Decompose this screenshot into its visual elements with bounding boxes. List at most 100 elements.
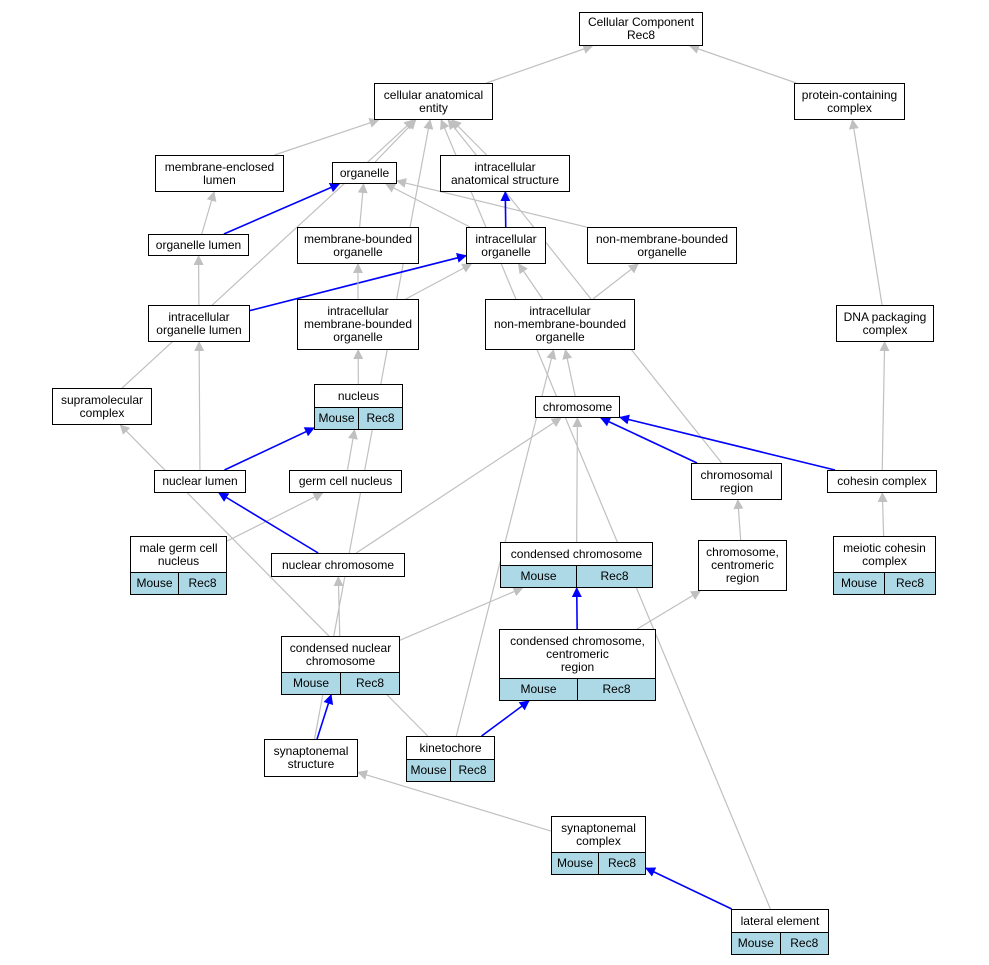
node-meiotic-cohesin-complex[interactable]: meiotic cohesin complex Mouse Rec8: [833, 536, 936, 595]
node-label: chromosome, centromeric region: [706, 545, 779, 585]
edge-is-a-nl-to-iol: [194, 341, 205, 471]
edge-is-a-cchr-to-chr: [572, 417, 583, 543]
annotation-row: Mouse Rec8: [552, 852, 645, 874]
node-label: chromosomal region: [700, 467, 773, 495]
node-label: condensed nuclear chromosome: [289, 640, 392, 668]
node-intracellular-organelle-lumen[interactable]: intracellular organelle lumen: [148, 305, 250, 342]
node-nuclear-lumen[interactable]: nuclear lumen: [154, 470, 246, 493]
edge-is-a-org-to-cae: [374, 119, 417, 163]
node-label: chromosome: [542, 399, 613, 414]
node-intracellular-anatomical-structure[interactable]: intracellular anatomical structure: [440, 155, 570, 192]
node-condensed-chromosome-centromeric-region[interactable]: condensed chromosome, centromeric region…: [499, 629, 656, 701]
node-lateral-element[interactable]: lateral element Mouse Rec8: [731, 909, 829, 955]
node-condensed-chromosome[interactable]: condensed chromosome Mouse Rec8: [500, 542, 653, 588]
edge-part-of-nchr-to-nl: [218, 492, 319, 554]
node-label: germ cell nucleus: [298, 474, 393, 488]
annotation-row: Mouse Rec8: [834, 572, 935, 594]
annotation-gene: Rec8: [340, 673, 399, 694]
node-supramolecular-complex[interactable]: supramolecular complex: [52, 388, 152, 425]
node-synaptonemal-complex[interactable]: synaptonemal complex Mouse Rec8: [551, 816, 646, 875]
annotation-species: Mouse: [292, 676, 330, 690]
node-non-membrane-bounded-organelle[interactable]: non-membrane-bounded organelle: [587, 227, 737, 264]
node-label: nuclear chromosome: [281, 557, 395, 572]
node-membrane-enclosed-lumen[interactable]: membrane-enclosed lumen: [155, 155, 284, 192]
annotation-row: Mouse Rec8: [732, 932, 828, 954]
node-label: protein-containing complex: [801, 87, 898, 115]
edge-is-a-imbo-to-io: [405, 263, 473, 300]
annotation-gene: Rec8: [178, 573, 226, 594]
node-cohesin-complex[interactable]: cohesin complex: [827, 470, 937, 493]
node-label: organelle: [339, 165, 390, 180]
edge-is-a-cccr-to-ccr: [636, 590, 702, 630]
edge-part-of-kin-to-cccr: [481, 700, 530, 737]
node-label: nucleus: [337, 388, 380, 403]
node-label: membrane-bounded organelle: [303, 231, 413, 259]
node-label: supramolecular complex: [60, 392, 144, 420]
node-dna-packaging-complex[interactable]: DNA packaging complex: [836, 305, 934, 342]
node-nuclear-chromosome[interactable]: nuclear chromosome: [271, 553, 405, 577]
node-label: condensed chromosome, centromeric region: [510, 633, 645, 674]
node-membrane-bounded-organelle[interactable]: membrane-bounded organelle: [297, 227, 419, 264]
edge-is-a-ol-to-mel: [201, 191, 217, 235]
node-cellular-component-root[interactable]: Cellular Component Rec8: [579, 12, 703, 46]
node-label: synaptonemal complex: [561, 820, 636, 848]
annotation-gene: Rec8: [450, 760, 494, 781]
annotation-gene: Rec8: [779, 933, 829, 954]
node-male-germ-cell-nucleus[interactable]: male germ cell nucleus Mouse Rec8: [130, 536, 227, 595]
edge-is-a-mbo-to-org: [357, 183, 368, 228]
node-organelle-lumen[interactable]: organelle lumen: [148, 234, 249, 256]
node-chromosome[interactable]: chromosome: [535, 396, 620, 418]
edge-is-a-ias-to-cae: [451, 119, 488, 156]
edge-part-of-ss-to-cnc: [316, 694, 334, 740]
node-label: cellular anatomical entity: [383, 87, 484, 115]
node-protein-containing-complex[interactable]: protein-containing complex: [794, 83, 905, 120]
edge-is-a-io-to-org: [385, 183, 471, 228]
node-cellular-anatomical-entity[interactable]: cellular anatomical entity: [374, 83, 493, 120]
edge-is-a-mel-to-cae: [274, 118, 380, 156]
node-label: intracellular membrane-bounded organelle: [303, 304, 413, 344]
node-organelle[interactable]: organelle: [332, 162, 397, 184]
annotation-gene: Rec8: [577, 679, 655, 700]
node-kinetochore[interactable]: kinetochore Mouse Rec8: [406, 736, 495, 782]
edge-is-a-cnc-to-nchr: [333, 576, 344, 637]
node-nucleus[interactable]: nucleus Mouse Rec8: [314, 384, 403, 430]
node-label: non-membrane-bounded organelle: [595, 231, 729, 259]
annotation-species: Mouse: [410, 763, 447, 777]
node-intracellular-non-membrane-bounded-organelle[interactable]: intracellular non-membrane-bounded organ…: [485, 299, 635, 350]
node-synaptonemal-structure[interactable]: synaptonemal structure: [264, 739, 358, 777]
node-label: organelle lumen: [155, 237, 242, 252]
node-label: intracellular non-membrane-bounded organ…: [493, 304, 627, 344]
node-label: intracellular organelle: [475, 231, 537, 259]
annotation-species: Mouse: [737, 936, 774, 950]
node-chromosome-centromeric-region[interactable]: chromosome, centromeric region: [698, 540, 787, 591]
node-chromosomal-region[interactable]: chromosomal region: [691, 463, 782, 500]
annotation-gene: Rec8: [598, 853, 645, 874]
annotation-row: Mouse Rec8: [501, 565, 652, 587]
node-germ-cell-nucleus[interactable]: germ cell nucleus: [289, 470, 402, 493]
node-label: nuclear lumen: [162, 474, 238, 488]
node-label: intracellular anatomical structure: [450, 159, 560, 187]
annotation-gene: Rec8: [884, 573, 935, 594]
edge-is-a-ccr-to-cr: [733, 499, 744, 541]
annotation-species: Mouse: [840, 576, 878, 590]
annotation-species: Mouse: [318, 411, 355, 425]
node-intracellular-membrane-bounded-organelle[interactable]: intracellular membrane-bounded organelle: [297, 299, 419, 350]
edge-is-a-mcc-to-coh: [877, 492, 888, 537]
node-label: condensed chromosome: [510, 546, 643, 561]
annotation-gene: Rec8: [358, 408, 402, 429]
edge-is-a-dpc-to-pcc: [848, 119, 883, 306]
edge-is-a-pcc-to-root: [688, 44, 797, 84]
annotation-row: Mouse Rec8: [131, 572, 226, 594]
node-label: intracellular organelle lumen: [156, 309, 242, 337]
node-label: membrane-enclosed lumen: [164, 159, 275, 187]
node-label: synaptonemal structure: [273, 744, 349, 771]
annotation-row: Mouse Rec8: [282, 672, 399, 694]
annotation-species: Mouse: [136, 576, 173, 590]
annotation-gene: Rec8: [576, 566, 652, 587]
node-intracellular-organelle[interactable]: intracellular organelle: [466, 227, 546, 264]
edge-is-a-inmbo-to-nmbo: [592, 263, 639, 300]
edge-is-a-chr-to-inmbo: [562, 349, 576, 397]
edge-is-a-sc-to-ss: [357, 770, 552, 832]
node-condensed-nuclear-chromosome[interactable]: condensed nuclear chromosome Mouse Rec8: [281, 636, 400, 695]
